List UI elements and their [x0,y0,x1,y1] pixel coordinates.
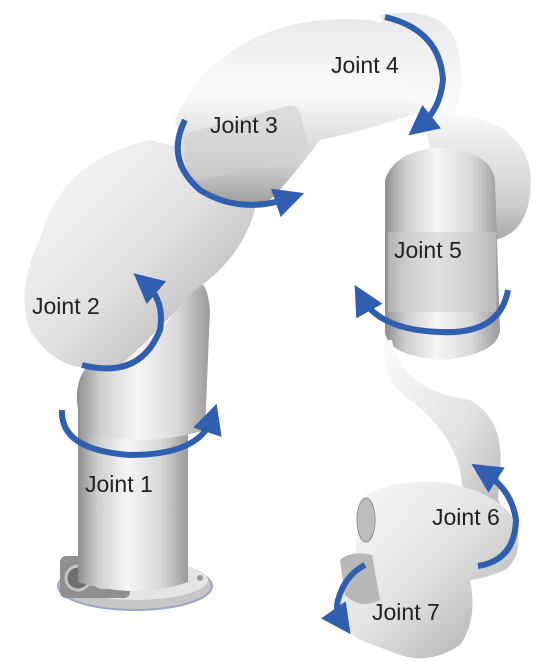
tool-flange [357,498,375,542]
joint-5-label: Joint 5 [394,237,462,263]
joint-4-label: Joint 4 [331,52,399,78]
joint-2-label: Joint 2 [32,293,100,319]
joint-7-label: Joint 7 [372,599,440,625]
joint-1-label: Joint 1 [85,471,153,497]
joint-3-label: Joint 3 [210,112,278,138]
joint-6-label: Joint 6 [432,504,500,530]
